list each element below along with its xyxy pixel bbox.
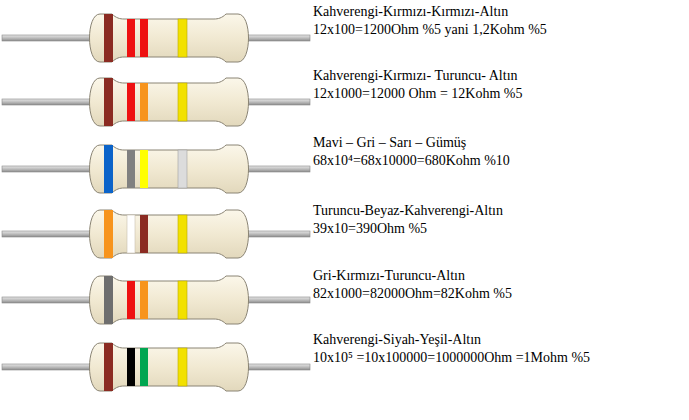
resistor-symbol bbox=[2, 145, 310, 193]
color-code: Gri-Kırmızı-Turuncu-Altın bbox=[313, 268, 465, 284]
resistor-symbol bbox=[2, 276, 310, 324]
value-calculation: 39x10=390Ohm %5 bbox=[313, 221, 427, 237]
color-code: Kahverengi-Kırmızı-Kırmızı-Altın bbox=[313, 4, 508, 20]
resistor-symbol bbox=[2, 14, 310, 62]
value-calculation: 12x1000=12000 Ohm = 12Kohm %5 bbox=[313, 86, 522, 102]
value-calculation: 68x10⁴=68x10000=680Kohm %10 bbox=[313, 153, 510, 169]
color-code: Kahverengi-Kırmızı- Turuncu- Altın bbox=[313, 68, 518, 84]
resistor-symbol bbox=[2, 210, 310, 258]
color-code: Turuncu-Beyaz-Kahverengi-Altın bbox=[313, 203, 503, 219]
value-calculation: 12x100=1200Ohm %5 yani 1,2Kohm %5 bbox=[313, 22, 547, 38]
color-code: Mavi – Gri – Sarı – Gümüş bbox=[313, 135, 466, 151]
value-calculation: 82x1000=82000Ohm=82Kohm %5 bbox=[313, 286, 512, 302]
resistor-symbol bbox=[2, 343, 310, 391]
resistor-symbol bbox=[2, 78, 310, 126]
color-code: Kahverengi-Siyah-Yeşil-Altın bbox=[313, 332, 481, 348]
value-calculation: 10x10⁵ =10x100000=1000000Ohm =1Mohm %5 bbox=[313, 350, 590, 366]
